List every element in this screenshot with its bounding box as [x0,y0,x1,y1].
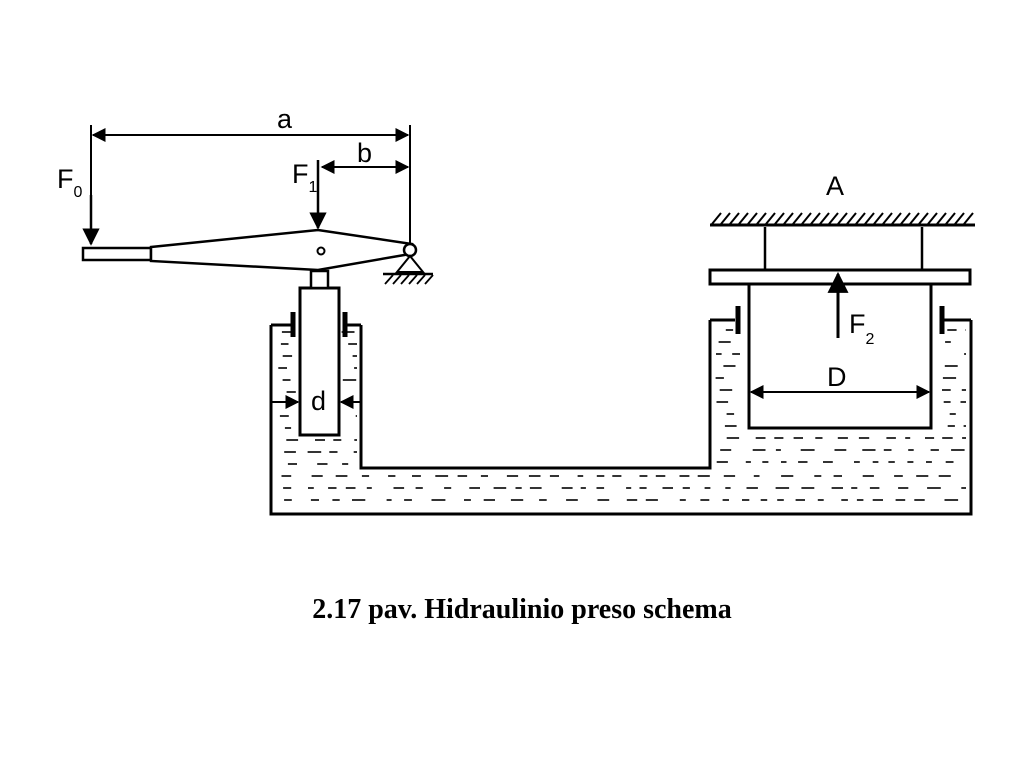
hatch-line [747,212,758,225]
label-f2-main: F [849,309,866,339]
label-f1-sub: 1 [309,179,318,196]
pivot-ground-hatching [384,274,434,285]
hatch-line [810,212,821,225]
lever-pivot [402,242,418,258]
hatch-line [837,212,848,225]
hatch-line [792,212,803,225]
hatch-line [927,212,938,225]
hatch-line [873,212,884,225]
hatch-line [900,212,911,225]
label-f2: F2 [849,309,875,348]
label-a: a [277,104,293,134]
hatch-line [400,274,410,285]
hatch-line [945,212,956,225]
hatch-line [954,212,965,225]
hatch-line [738,212,749,225]
hatch-line [720,212,731,225]
hatch-line [864,212,875,225]
label-f0-sub: 0 [74,184,83,201]
hatch-line [756,212,767,225]
label-f1: F1 [292,159,318,196]
hatch-line [424,274,434,285]
hatch-line [819,212,830,225]
hatch-line [909,212,920,225]
fixed-support-hatching [711,212,974,225]
figure-caption: 2.17 pav. Hidraulinio preso schema [312,594,732,625]
small-piston-rod [309,269,330,290]
hatch-line [783,212,794,225]
label-f0-main: F [57,164,74,194]
hatch-line [774,212,785,225]
hatch-line [408,274,418,285]
hatch-line [855,212,866,225]
small-piston [298,286,341,437]
lever-joint [316,246,326,256]
hatch-line [729,212,740,225]
lever-arm [149,228,414,272]
pivot-support [394,254,426,273]
large-piston [747,282,933,430]
hydraulic-fluid [278,329,966,501]
hatch-line [765,212,776,225]
hatch-line [416,274,426,285]
hatch-line [963,212,974,225]
label-f0: F0 [57,164,83,201]
lever-handle [81,246,153,262]
label-f2-sub: 2 [866,331,875,348]
hatch-line [384,274,394,285]
label-D: D [827,362,847,392]
hatch-line [936,212,947,225]
vessel-outline [269,320,973,516]
hatch-line [711,212,722,225]
hatch-line [918,212,929,225]
hatch-line [882,212,893,225]
hatch-line [846,212,857,225]
label-b: b [357,138,372,168]
hatch-line [828,212,839,225]
hatch-line [801,212,812,225]
press-platen [708,268,972,286]
label-f1-main: F [292,159,309,189]
label-A: A [826,171,844,201]
hatch-line [392,274,402,285]
label-d: d [311,386,326,416]
hatch-line [891,212,902,225]
